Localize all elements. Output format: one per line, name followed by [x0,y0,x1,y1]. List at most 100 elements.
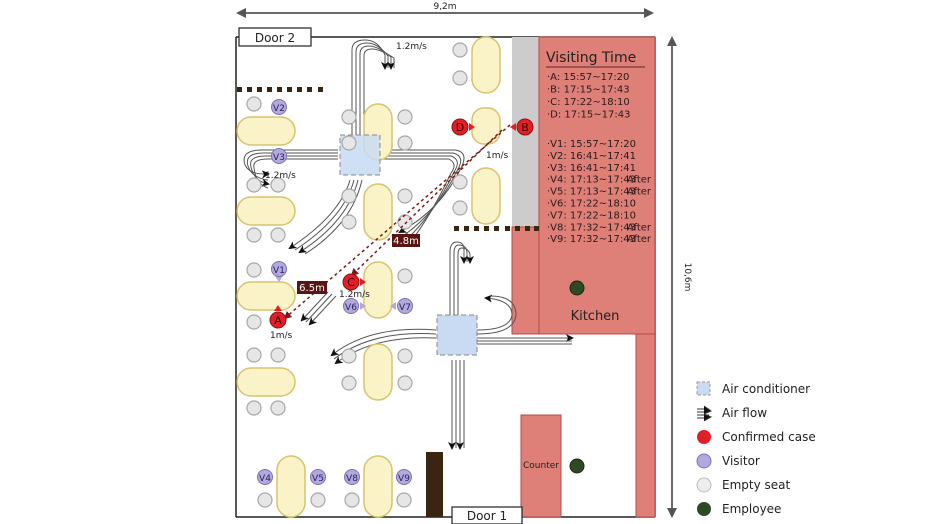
person-label: C [347,276,355,289]
after-note: After [627,222,652,233]
person-label: V2 [273,104,285,114]
visitor-icon [343,298,359,314]
empty-seat-icon [246,314,262,330]
empty-seat-icon [246,400,262,416]
person-label: V9 [398,474,410,484]
partition [426,452,443,517]
employee-icon [569,458,585,474]
direction-triangle-icon [360,302,366,310]
legend-label: Confirmed case [722,430,816,444]
speed-label: 1.2m/s [339,290,370,300]
empty-seat-icon [397,109,413,125]
speed-labels: 1.2m/s 1.2m/s 1.2m/s 1m/s 1m/s [265,42,509,341]
visitor-icon [397,298,413,314]
visiting-time-title: Visiting Time [546,50,636,66]
visitor-icon [257,469,273,485]
empty-seat-icon [397,268,413,284]
visitor: V6 [343,298,366,314]
empty-seat-icon [246,262,262,278]
direction-triangle-icon [510,123,516,131]
empty-seat-icon [396,492,412,508]
legend: Air conditioner Air flow Confirmed case … [696,381,816,516]
visitor-icon [271,261,287,277]
confirmed-case: A [269,305,287,329]
direction-triangle-icon [469,123,475,131]
visitor-visit-time: ·V4: 17:13~17:43 [547,175,636,186]
empty-seat-icon [397,135,413,151]
legend-label: Air flow [722,406,767,420]
case-visit-time: ·B: 17:15~17:43 [547,85,630,96]
visitor-visit-time: ·V7: 17:22~18:10 [547,210,636,221]
after-note: After [627,234,652,245]
kitchen-area: Kitchen [511,36,656,518]
legend-label: Air conditioner [722,382,810,396]
empty-seat-icon [452,42,468,58]
visitor-visit-time: ·V6: 17:22~18:10 [547,199,636,210]
visitor-visit-time: ·V5: 17:13~17:43 [547,187,636,198]
visitor-icon [696,453,712,469]
legend-label: Empty seat [722,478,790,492]
empty-seats [246,42,468,508]
person-label: V5 [312,474,324,484]
employee-icon [697,502,711,516]
empty-seat-icon [341,375,357,391]
visitor-visit-time: ·V3: 16:41~17:41 [547,163,636,174]
visitor-icon [344,469,360,485]
confirmed-case-icon [516,118,534,136]
width-label: 9,2m [433,2,456,12]
counter-label: Counter [523,461,559,471]
direction-triangle-icon [360,278,366,286]
speed-label: 1m/s [486,151,509,161]
case-visit-time: ·A: 15:57~17:20 [547,72,629,83]
empty-seat-icon [452,200,468,216]
empty-seat-icon [344,492,360,508]
legend-label: Visitor [722,454,760,468]
empty-seat-icon [696,477,712,493]
after-note: After [627,175,652,186]
confirmed-case: C [342,273,366,291]
air-conditioner-icon [696,381,711,396]
visitor-icon [310,469,326,485]
door-2-label: Door 2 [255,31,295,45]
empty-seat-icon [246,347,262,363]
legend-label: Employee [722,502,781,516]
dotted-partition-left [237,87,323,92]
confirmed-case: B [510,118,534,136]
empty-seat-icon [452,174,468,190]
confirmed-case-icon [451,118,469,136]
visitor: V2 [271,99,287,115]
door-2: Door 2 [238,27,312,47]
visitor-visit-time: ·V2: 16:41~17:41 [547,151,636,162]
employee-icon [569,280,585,296]
distance-text: 4.8m [393,236,419,247]
person-label: V3 [273,153,285,163]
dotted-partition-right [454,226,539,231]
empty-seat-icon [452,70,468,86]
empty-seat-icon [341,135,357,151]
confirmed-case-icon [697,430,711,444]
distance-label-4-8m: 4.8m [392,234,420,247]
visitor: V9 [396,469,412,485]
visitor: V8 [344,469,360,485]
distance-text: 6.5m [299,283,325,294]
empty-seat-icon [341,348,357,364]
empty-seat-icon [341,214,357,230]
case-visit-time: ·D: 17:15~17:43 [547,110,630,121]
visitor-visit-time: ·V1: 15:57~17:20 [547,139,636,150]
direction-triangle-icon [390,302,396,310]
direction-triangle-icon [274,305,282,311]
speed-label: 1m/s [270,331,293,341]
person-label: V4 [259,474,271,484]
speed-label: 1.2m/s [396,42,427,52]
door-1: Door 1 [451,506,523,524]
empty-seat-icon [310,492,326,508]
visitor-visit-time: ·V9: 17:32~17:43 [547,234,636,245]
height-dimension: 10,6m [667,36,692,518]
empty-seat-icon [257,492,273,508]
person-label: V6 [345,303,357,313]
speed-label: 1.2m/s [265,171,296,181]
empty-seat-icon [341,188,357,204]
empty-seat-icon [246,177,262,193]
